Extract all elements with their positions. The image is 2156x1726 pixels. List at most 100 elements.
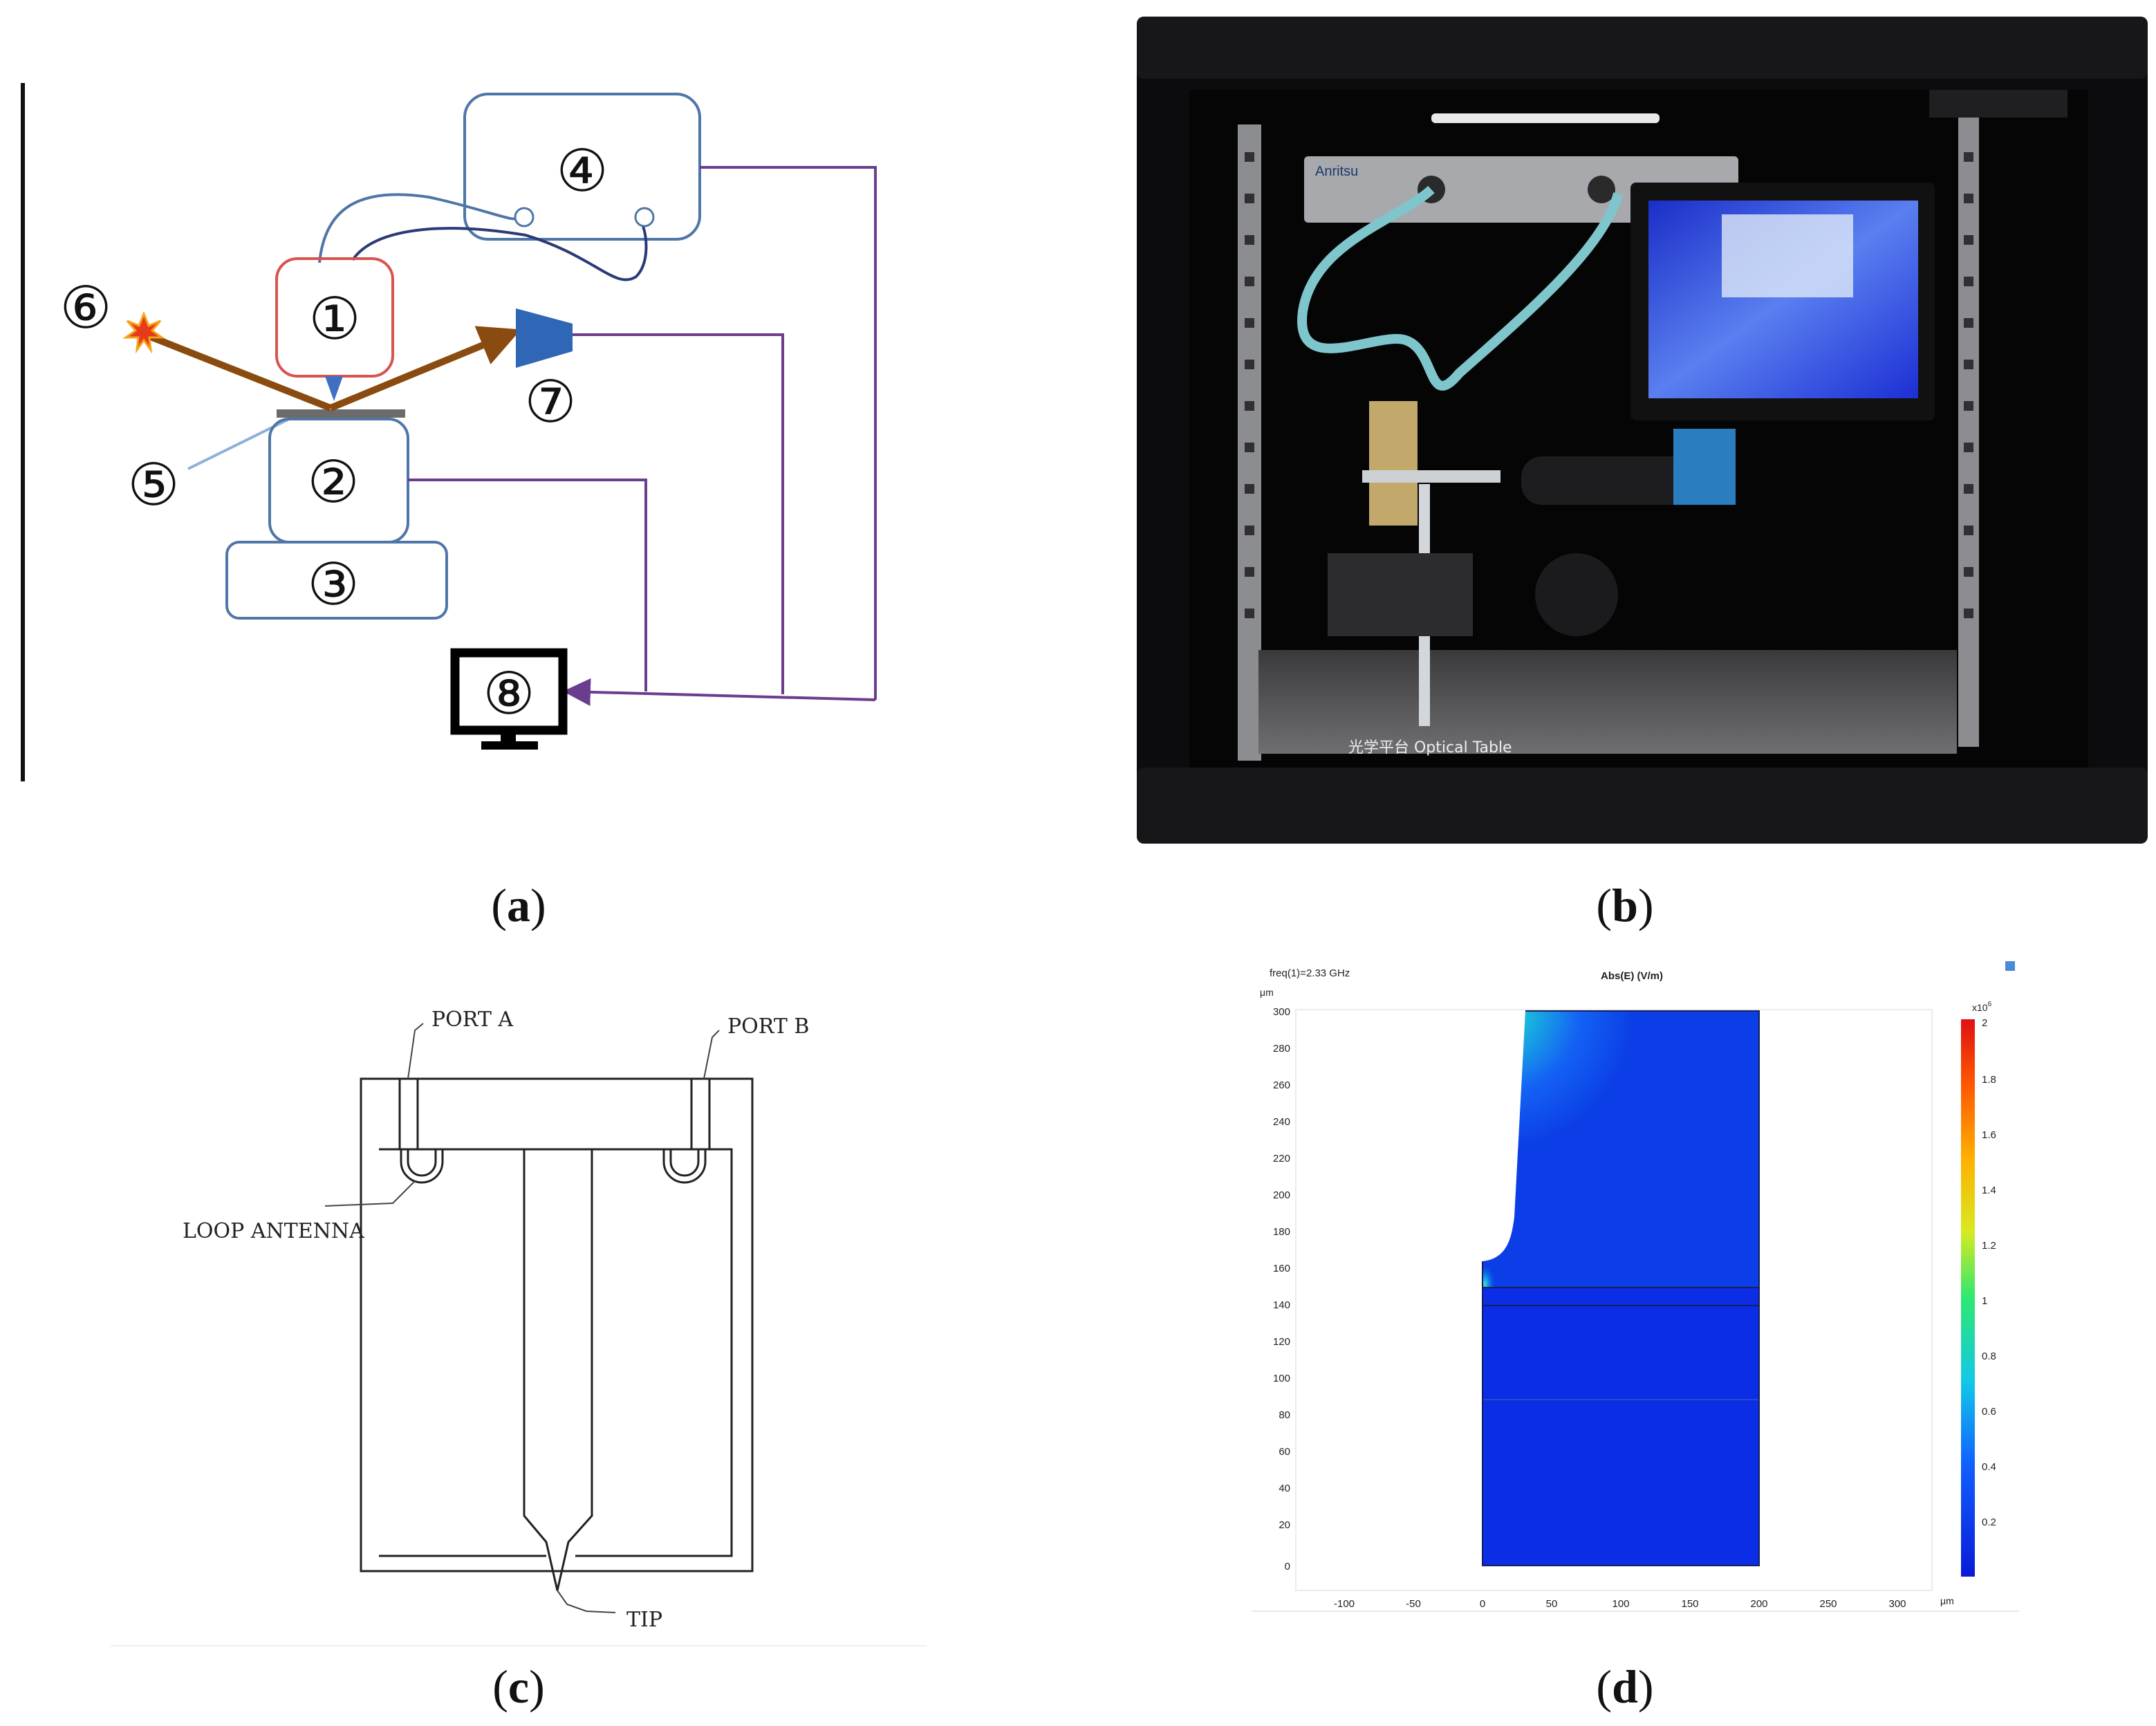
loop-antenna-label: LOOP ANTENNA bbox=[183, 1219, 364, 1243]
cabinet-bottom bbox=[1137, 768, 2148, 844]
laser-beam-in bbox=[144, 331, 332, 411]
x-tick: 300 bbox=[1888, 1598, 1906, 1610]
cavity-outer-wall bbox=[360, 1077, 754, 1572]
field-region-upper bbox=[1483, 1011, 1759, 1288]
colorbar-tick: 1.8 bbox=[1982, 1074, 1996, 1086]
y-tick: 120 bbox=[1273, 1336, 1290, 1348]
probe-mount bbox=[1369, 401, 1418, 526]
x-tick: 50 bbox=[1546, 1598, 1558, 1610]
detector-7 bbox=[516, 308, 573, 368]
sample-plate bbox=[277, 409, 405, 418]
mount-arm bbox=[1362, 470, 1500, 483]
colorbar-tick: 1.4 bbox=[1982, 1185, 1996, 1196]
y-tick: 20 bbox=[1279, 1519, 1290, 1531]
field-simulation-plot: freq(1)=2.33 GHz Abs(E) (V/m) μm μm 300 … bbox=[1252, 961, 2019, 1612]
colorbar-tick: 0.8 bbox=[1982, 1351, 1996, 1362]
centre-conductor bbox=[523, 1149, 593, 1591]
schematic-diagram: ① ② ③ ④ ⑤ ⑥ ⑦ ⑧ bbox=[21, 83, 877, 781]
field-corner-hotspot bbox=[1483, 1217, 1521, 1288]
y-tick: 100 bbox=[1273, 1373, 1290, 1384]
y-tick: 160 bbox=[1273, 1263, 1290, 1274]
cavity-drawing: PORT A PORT B LOOP ANTENNA TIP bbox=[111, 1008, 927, 1646]
caption-d: (d) bbox=[1596, 1660, 1654, 1713]
leader-loop bbox=[324, 1180, 416, 1207]
colorbar-tick: 0.4 bbox=[1982, 1461, 1996, 1473]
label-8: ⑧ bbox=[483, 660, 535, 727]
y-tick: 200 bbox=[1273, 1189, 1290, 1201]
x-unit: μm bbox=[1940, 1595, 1954, 1606]
vna-brand: Anritsu bbox=[1315, 164, 1358, 179]
label-2: ② bbox=[307, 448, 359, 516]
label-6: ⑥ bbox=[59, 274, 111, 342]
monitor-8 bbox=[450, 648, 568, 735]
wire-2-to-8 bbox=[408, 479, 647, 692]
colorbar-tick: 1.6 bbox=[1982, 1129, 1996, 1141]
label-3: ③ bbox=[307, 550, 359, 618]
left-divider-line bbox=[21, 83, 25, 781]
caption-a: (a) bbox=[491, 879, 546, 931]
monitor-base bbox=[481, 741, 538, 750]
leader-port-b bbox=[703, 1030, 720, 1079]
colorbar-tick: 0.2 bbox=[1982, 1516, 1996, 1528]
box-4-port-right bbox=[634, 207, 655, 228]
y-tick: 260 bbox=[1273, 1079, 1290, 1091]
cavity-inner-wall bbox=[379, 1148, 733, 1557]
y-tick: 280 bbox=[1273, 1043, 1290, 1055]
y-unit: μm bbox=[1260, 987, 1274, 998]
xyz-stage bbox=[1328, 553, 1473, 636]
cyan-cable bbox=[1297, 185, 1623, 391]
x-tick: 250 bbox=[1819, 1598, 1837, 1610]
cabinet-top bbox=[1137, 17, 2148, 79]
y-tick: 0 bbox=[1285, 1561, 1290, 1572]
cabinet-vent bbox=[1929, 90, 2067, 118]
y-tick: 240 bbox=[1273, 1116, 1290, 1128]
cable-1 bbox=[318, 193, 517, 263]
label-4: ④ bbox=[556, 137, 608, 205]
x-tick: 0 bbox=[1480, 1598, 1485, 1610]
x-axis-ticks: -100 -50 0 50 100 150 200 250 300 bbox=[1334, 1598, 1906, 1610]
wire-7-to-8 bbox=[573, 333, 784, 694]
cable-2 bbox=[351, 226, 648, 281]
label-7: ⑦ bbox=[524, 368, 576, 436]
port-a-label: PORT A bbox=[431, 1008, 513, 1032]
camera-lens bbox=[1521, 456, 1701, 505]
y-tick: 60 bbox=[1279, 1446, 1290, 1458]
export-icon[interactable] bbox=[2005, 961, 2015, 971]
freq-label: freq(1)=2.33 GHz bbox=[1270, 967, 1350, 979]
colorbar bbox=[1961, 1019, 1975, 1577]
x-tick: 150 bbox=[1681, 1598, 1698, 1610]
probe-tip bbox=[325, 376, 343, 401]
loop-antenna-b-inner bbox=[669, 1149, 700, 1177]
port-b-label: PORT B bbox=[727, 1014, 809, 1039]
vna-port-2 bbox=[1588, 176, 1615, 203]
caption-b: (b) bbox=[1596, 879, 1654, 931]
x-tick: 200 bbox=[1750, 1598, 1767, 1610]
camera-body bbox=[1673, 429, 1736, 505]
loop-antenna-a-inner bbox=[407, 1149, 437, 1177]
colorbar-tick: 1.2 bbox=[1982, 1240, 1996, 1252]
y-tick: 140 bbox=[1273, 1299, 1290, 1311]
laser-source-icon bbox=[122, 311, 165, 354]
y-tick: 180 bbox=[1273, 1226, 1290, 1238]
wire-4-to-8 bbox=[700, 166, 877, 700]
laser-module bbox=[1535, 553, 1618, 636]
label-1: ① bbox=[308, 285, 360, 353]
leader-port-a bbox=[407, 1023, 424, 1079]
leader-tip bbox=[557, 1590, 616, 1613]
y-tick: 300 bbox=[1273, 1006, 1290, 1018]
optical-table-label: 光学平台 Optical Table bbox=[1348, 739, 1512, 757]
colorbar-exponent: x106 bbox=[1972, 1001, 1992, 1013]
caption-c: (c) bbox=[492, 1660, 545, 1713]
loop-antenna-b bbox=[662, 1149, 707, 1184]
box-4-port-left bbox=[514, 207, 535, 228]
screen-probe-image bbox=[1722, 214, 1853, 297]
colorbar-tick: 1 bbox=[1982, 1295, 1987, 1307]
x-tick: 100 bbox=[1612, 1598, 1629, 1610]
wire-join bbox=[563, 678, 876, 706]
ceiling-light bbox=[1431, 113, 1660, 123]
x-tick: -100 bbox=[1334, 1598, 1355, 1610]
monitor-stand bbox=[501, 732, 516, 743]
plot-title: Abs(E) (V/m) bbox=[1601, 970, 1663, 982]
optical-table bbox=[1258, 650, 1957, 754]
field-region-lower bbox=[1483, 1288, 1759, 1566]
